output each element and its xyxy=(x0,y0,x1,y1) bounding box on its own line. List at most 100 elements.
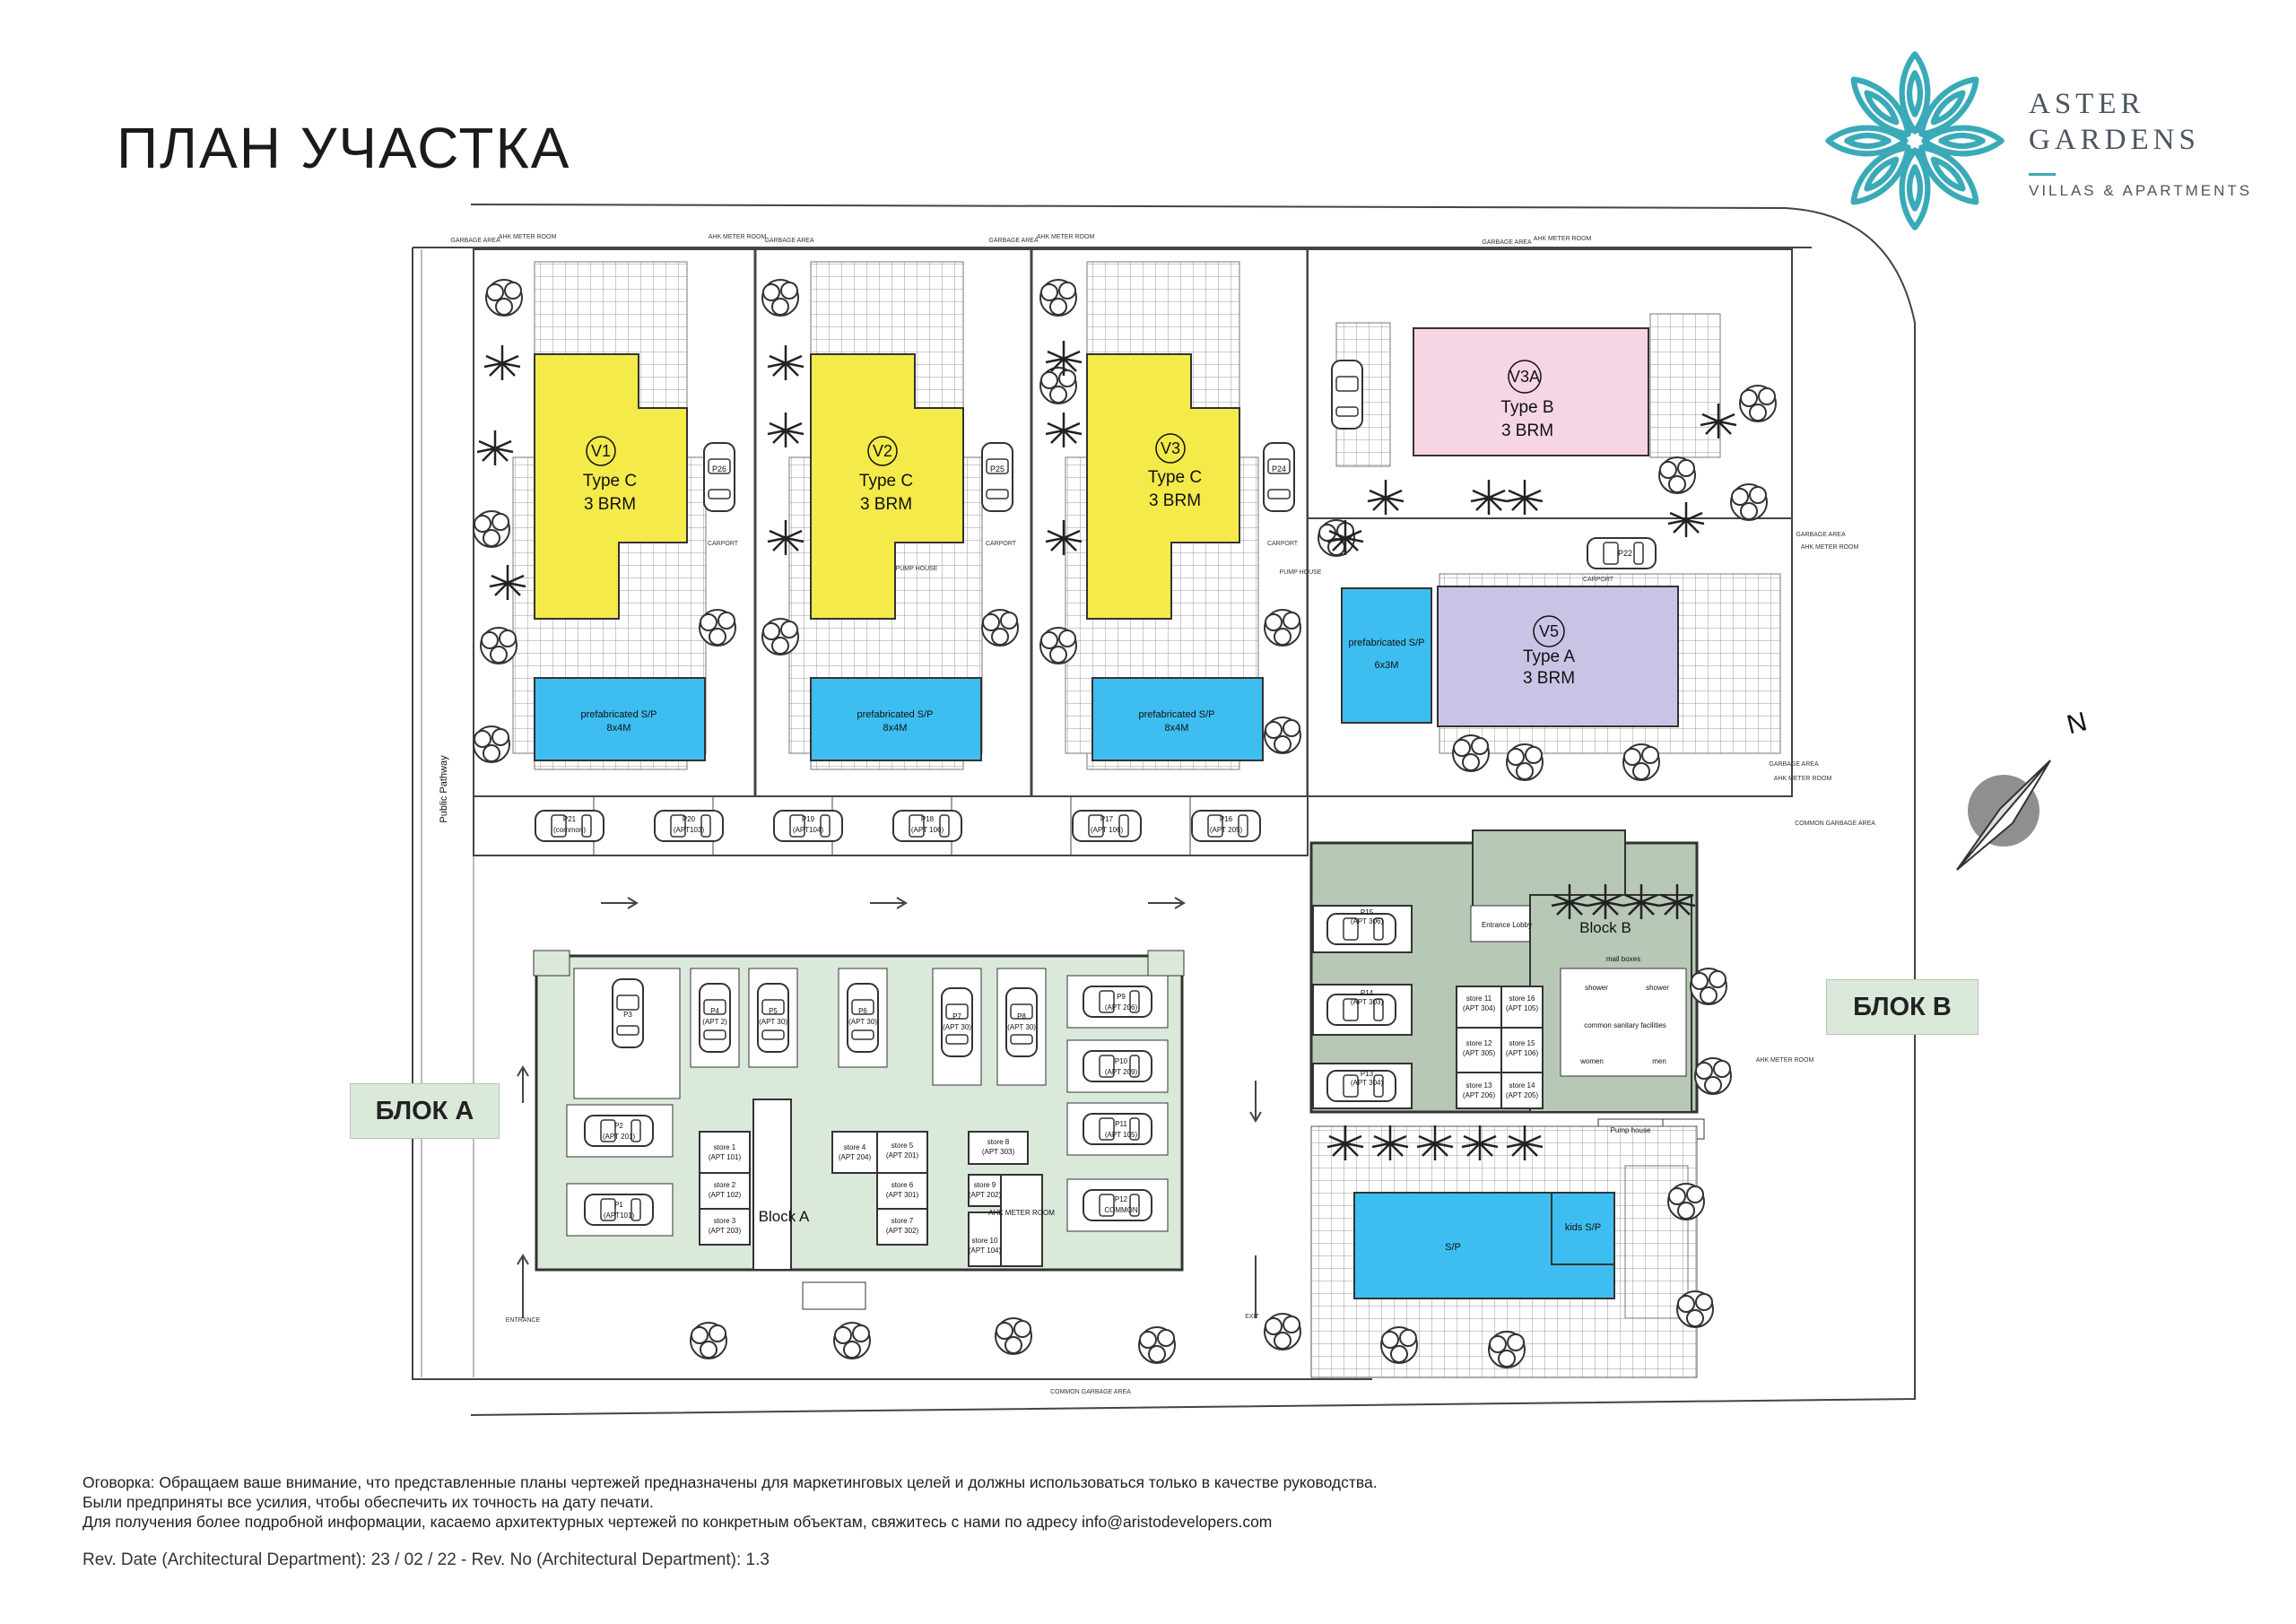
facility-label: shower xyxy=(1646,984,1669,992)
villa-rooms: 3 BRM xyxy=(1149,491,1201,510)
villa-v1-label: V1 Type C 3 BRM xyxy=(583,436,637,514)
parking-id: P3 xyxy=(623,1011,632,1019)
disclaimer-line: Оговорка: Обращаем ваше внимание, что пр… xyxy=(83,1473,1378,1491)
disclaimer: Оговорка: Обращаем ваше внимание, что пр… xyxy=(83,1472,1378,1532)
store-name: store 8 xyxy=(987,1138,1010,1146)
parking-id: P18 xyxy=(921,815,935,823)
parking-id: P19 xyxy=(802,815,815,823)
store-name: store 7 xyxy=(891,1217,914,1225)
street-parking xyxy=(473,795,1309,856)
meter-label: AHK METER ROOM xyxy=(1756,1057,1814,1064)
block-b-name: Block B xyxy=(1579,919,1631,936)
villa-rooms: 3 BRM xyxy=(584,495,636,514)
carport-label: CARPORT xyxy=(986,541,1017,547)
pool-label: prefabricated S/P xyxy=(857,709,934,720)
store-name: store 11 xyxy=(1466,994,1492,1003)
page-title: ПЛАН УЧАСТКА xyxy=(117,116,571,180)
parking-note: (APT 2) xyxy=(702,1018,727,1026)
parking-note: (APT 106) xyxy=(911,826,944,834)
parking-note: (APT 30) xyxy=(1007,1023,1036,1031)
parking-note: (APT104) xyxy=(793,826,824,834)
parking-note: COMMON xyxy=(1104,1206,1138,1214)
parking-id: P12 xyxy=(1115,1195,1128,1203)
garbage-label: GARBAGE AREA xyxy=(1482,239,1532,246)
villa-id: V5 xyxy=(1539,622,1559,640)
north-arrow-icon xyxy=(1956,760,2051,871)
villa-rooms: 3 BRM xyxy=(1501,421,1553,440)
meter-label: AHK METER ROOM xyxy=(709,234,767,240)
store-name: store 14 xyxy=(1509,1081,1535,1090)
store-name: store 12 xyxy=(1466,1039,1492,1047)
parking-id: P24 xyxy=(1272,465,1286,473)
public-pathway-label: Public Pathway xyxy=(439,755,449,823)
entrance-label: ENTRANCE xyxy=(506,1317,541,1324)
parking-id: P13 xyxy=(1361,1070,1374,1078)
pool-v1 xyxy=(534,677,706,761)
pool-kids xyxy=(1551,1192,1615,1265)
parking-id: P8 xyxy=(1017,1012,1026,1020)
villa-id: V3A xyxy=(1509,368,1540,386)
meter-label: AHK METER ROOM xyxy=(1774,776,1832,782)
pool-label: prefabricated S/P xyxy=(581,709,657,720)
store-apt: (APT 106) xyxy=(1506,1049,1539,1057)
pool-size: 6x3M xyxy=(1375,660,1399,671)
parking-note: (APT 205) xyxy=(1210,826,1243,834)
parking-id: P21 xyxy=(563,815,577,823)
garbage-label: GARBAGE AREA xyxy=(450,238,500,244)
block-b-building xyxy=(1309,829,1705,1140)
parking-note: (APT 304) xyxy=(1351,1079,1384,1087)
store-apt: (APT 102) xyxy=(709,1191,742,1199)
carport-label: CARPORT xyxy=(708,541,739,547)
pool-size: 8x4M xyxy=(883,723,908,734)
garbage-label: COMMON GARBAGE AREA xyxy=(1795,821,1875,827)
brand-name-line2: GARDENS xyxy=(2029,124,2200,156)
parking-id: P14 xyxy=(1361,989,1374,997)
parking-id: P1 xyxy=(614,1201,623,1209)
meter-label: AHK METER ROOM xyxy=(1801,544,1859,551)
parking-id: P5 xyxy=(769,1007,778,1015)
store-apt: (APT 304) xyxy=(1463,1004,1496,1012)
block-a-name: Block A xyxy=(759,1208,810,1225)
parking-id: P17 xyxy=(1100,815,1114,823)
villa-v3-label: V3 Type C 3 BRM xyxy=(1148,433,1202,510)
villa-type: Type A xyxy=(1523,647,1575,666)
store-apt: (APT 105) xyxy=(1506,1004,1539,1012)
parking-id: P7 xyxy=(952,1012,961,1020)
villa-v1 xyxy=(534,353,688,620)
pool-size: 8x4M xyxy=(1165,723,1189,734)
brand-divider xyxy=(2029,173,2056,176)
store-name: store 16 xyxy=(1509,994,1535,1003)
store-apt: (APT 204) xyxy=(839,1153,872,1161)
villa-type: Type B xyxy=(1500,398,1553,417)
villa-rooms: 3 BRM xyxy=(860,495,912,514)
store-apt: (APT 202) xyxy=(969,1191,1002,1199)
block-a-building xyxy=(533,950,1185,1310)
parking-note: (APT 105) xyxy=(1105,1131,1138,1139)
villa-id: V2 xyxy=(873,442,892,460)
parking-id: P11 xyxy=(1115,1120,1127,1128)
parking-note: (APT 201) xyxy=(603,1133,636,1141)
villa-v5 xyxy=(1437,586,1679,727)
parking-id: P4 xyxy=(710,1007,719,1015)
facility-label: common sanitary facilities xyxy=(1584,1021,1666,1029)
store-apt: (APT 101) xyxy=(709,1153,742,1161)
store-apt: (APT 206) xyxy=(1463,1091,1496,1099)
store-name: store 13 xyxy=(1466,1081,1492,1090)
common-garbage-label: COMMON GARBAGE AREA xyxy=(1050,1389,1131,1395)
parking-id: P9 xyxy=(1117,993,1126,1001)
meter-room-label: AHK METER ROOM xyxy=(988,1209,1055,1217)
store-apt: (APT 205) xyxy=(1506,1091,1539,1099)
parking-note: (APT 106) xyxy=(1091,826,1124,834)
pump-label: PUMP HOUSE xyxy=(1280,569,1322,576)
store-name: store 3 xyxy=(714,1217,736,1225)
pump-label: PUMP HOUSE xyxy=(896,566,938,572)
store-name: store 5 xyxy=(891,1142,914,1150)
traffic-arrows xyxy=(517,897,1262,1318)
block-a-label: БЛОК А xyxy=(350,1083,500,1139)
parking-id: P20 xyxy=(683,815,696,823)
parking-id: P15 xyxy=(1361,908,1374,916)
block-b-label: БЛОК В xyxy=(1826,979,1979,1035)
disclaimer-line: Для получения более подробной информации… xyxy=(83,1513,1273,1531)
store-apt: (APT 301) xyxy=(886,1191,919,1199)
parking-note: (APT 303) xyxy=(1351,998,1384,1006)
